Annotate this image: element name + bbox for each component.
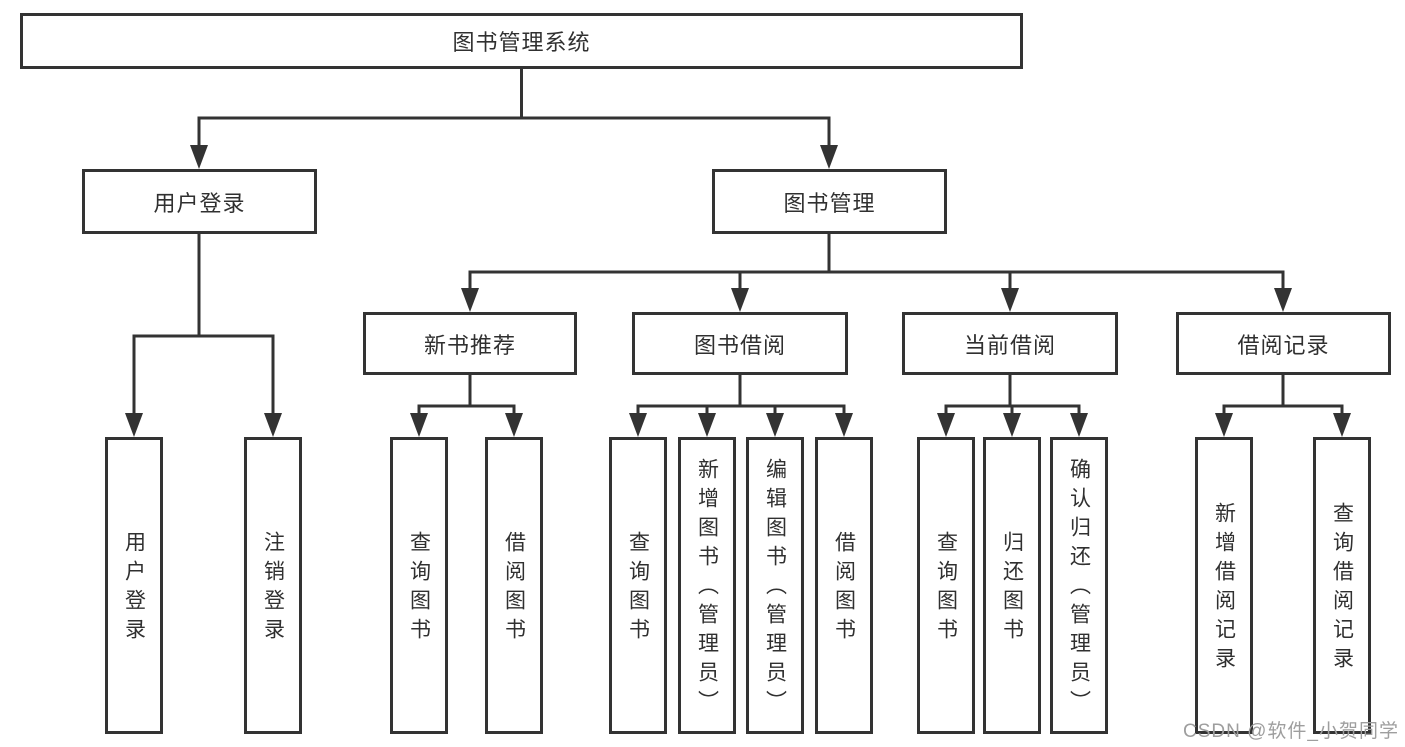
node-root: 图书管理系统 — [20, 13, 1023, 69]
leaf-query-borrow-record: 查询借阅记录 — [1313, 437, 1371, 734]
watermark: CSDN @软件_小贺同学 — [1183, 721, 1399, 742]
node-new-book-recommendation: 新书推荐 — [363, 312, 577, 375]
leaf-return-books: 归还图书 — [983, 437, 1041, 734]
leaf-confirm-return-admin: 确认归还（管理员） — [1050, 437, 1108, 734]
leaf-borrow-books-recommend: 借阅图书 — [485, 437, 543, 734]
leaf-logout: 注销登录 — [244, 437, 302, 734]
node-borrowing-records: 借阅记录 — [1176, 312, 1391, 375]
node-user-login: 用户登录 — [82, 169, 317, 234]
leaf-query-books-recommend: 查询图书 — [390, 437, 448, 734]
leaf-query-books-borrowing: 查询图书 — [609, 437, 667, 734]
node-book-management: 图书管理 — [712, 169, 947, 234]
leaf-add-book-admin: 新增图书（管理员） — [678, 437, 736, 734]
leaf-add-borrow-record: 新增借阅记录 — [1195, 437, 1253, 734]
leaf-query-books-current: 查询图书 — [917, 437, 975, 734]
node-current-borrowing: 当前借阅 — [902, 312, 1118, 375]
leaf-edit-book-admin: 编辑图书（管理员） — [746, 437, 804, 734]
leaf-borrow-books-borrowing: 借阅图书 — [815, 437, 873, 734]
node-book-borrowing: 图书借阅 — [632, 312, 848, 375]
leaf-user-login: 用户登录 — [105, 437, 163, 734]
